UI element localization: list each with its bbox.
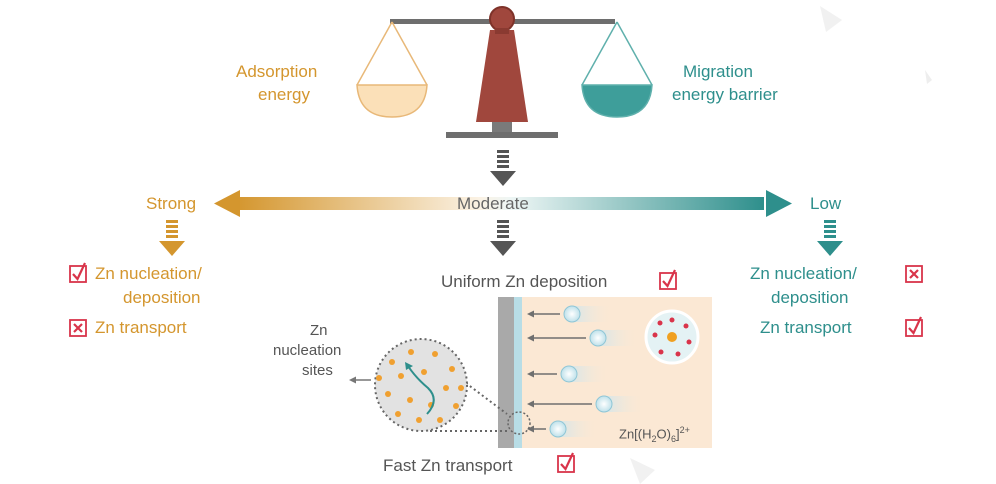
spectrum-left-label: Strong [146, 194, 197, 213]
center-top-label: Uniform Zn deposition [441, 272, 608, 291]
right-item1-line1: Zn nucleation/ [750, 264, 857, 283]
zn-electrode [498, 297, 514, 448]
sites-label-line1: Zn [310, 322, 328, 339]
solvated-ion-inset [644, 309, 700, 365]
down-arrow-icon [490, 150, 516, 186]
sites-pointer-head [349, 376, 356, 384]
deposition-layer [514, 297, 522, 448]
scale-left-label-line2: energy [258, 85, 310, 104]
zn-ion-flow [527, 305, 644, 438]
down-arrow-icon [159, 220, 185, 256]
balance-scale-icon [356, 6, 653, 138]
check-icon [905, 316, 923, 337]
sites-label-line2: nucleation [273, 342, 342, 359]
center-bottom-label: Fast Zn transport [383, 456, 513, 475]
decor-shape [925, 70, 932, 84]
right-item1-line2: deposition [771, 288, 849, 307]
left-item1-line2: deposition [123, 288, 201, 307]
spectrum-arrow [214, 190, 792, 217]
check-icon [69, 262, 87, 283]
scale-right-label-line1: Migration [683, 62, 753, 81]
left-item2: Zn transport [95, 318, 187, 337]
nucleation-sites-zoom [374, 338, 468, 432]
down-arrow-icon [817, 220, 843, 256]
right-item2: Zn transport [760, 318, 852, 337]
spectrum-right-label: Low [810, 194, 842, 213]
check-icon [557, 452, 575, 473]
decor-shape [820, 6, 842, 32]
cross-icon [905, 265, 923, 283]
sites-label-line3: sites [302, 362, 333, 379]
decor-shape [630, 458, 655, 484]
spectrum-center-label: Moderate [457, 194, 529, 213]
zoom-connector [413, 343, 531, 435]
down-arrow-icon [490, 220, 516, 256]
scale-right-label-line2: energy barrier [672, 85, 778, 104]
cross-icon [69, 319, 87, 337]
left-item1-line1: Zn nucleation/ [95, 264, 202, 283]
ion-formula-label: Zn[(H2O)6]2+ [619, 425, 690, 444]
check-icon [659, 269, 677, 290]
scale-left-label-line1: Adsorption [236, 62, 318, 81]
